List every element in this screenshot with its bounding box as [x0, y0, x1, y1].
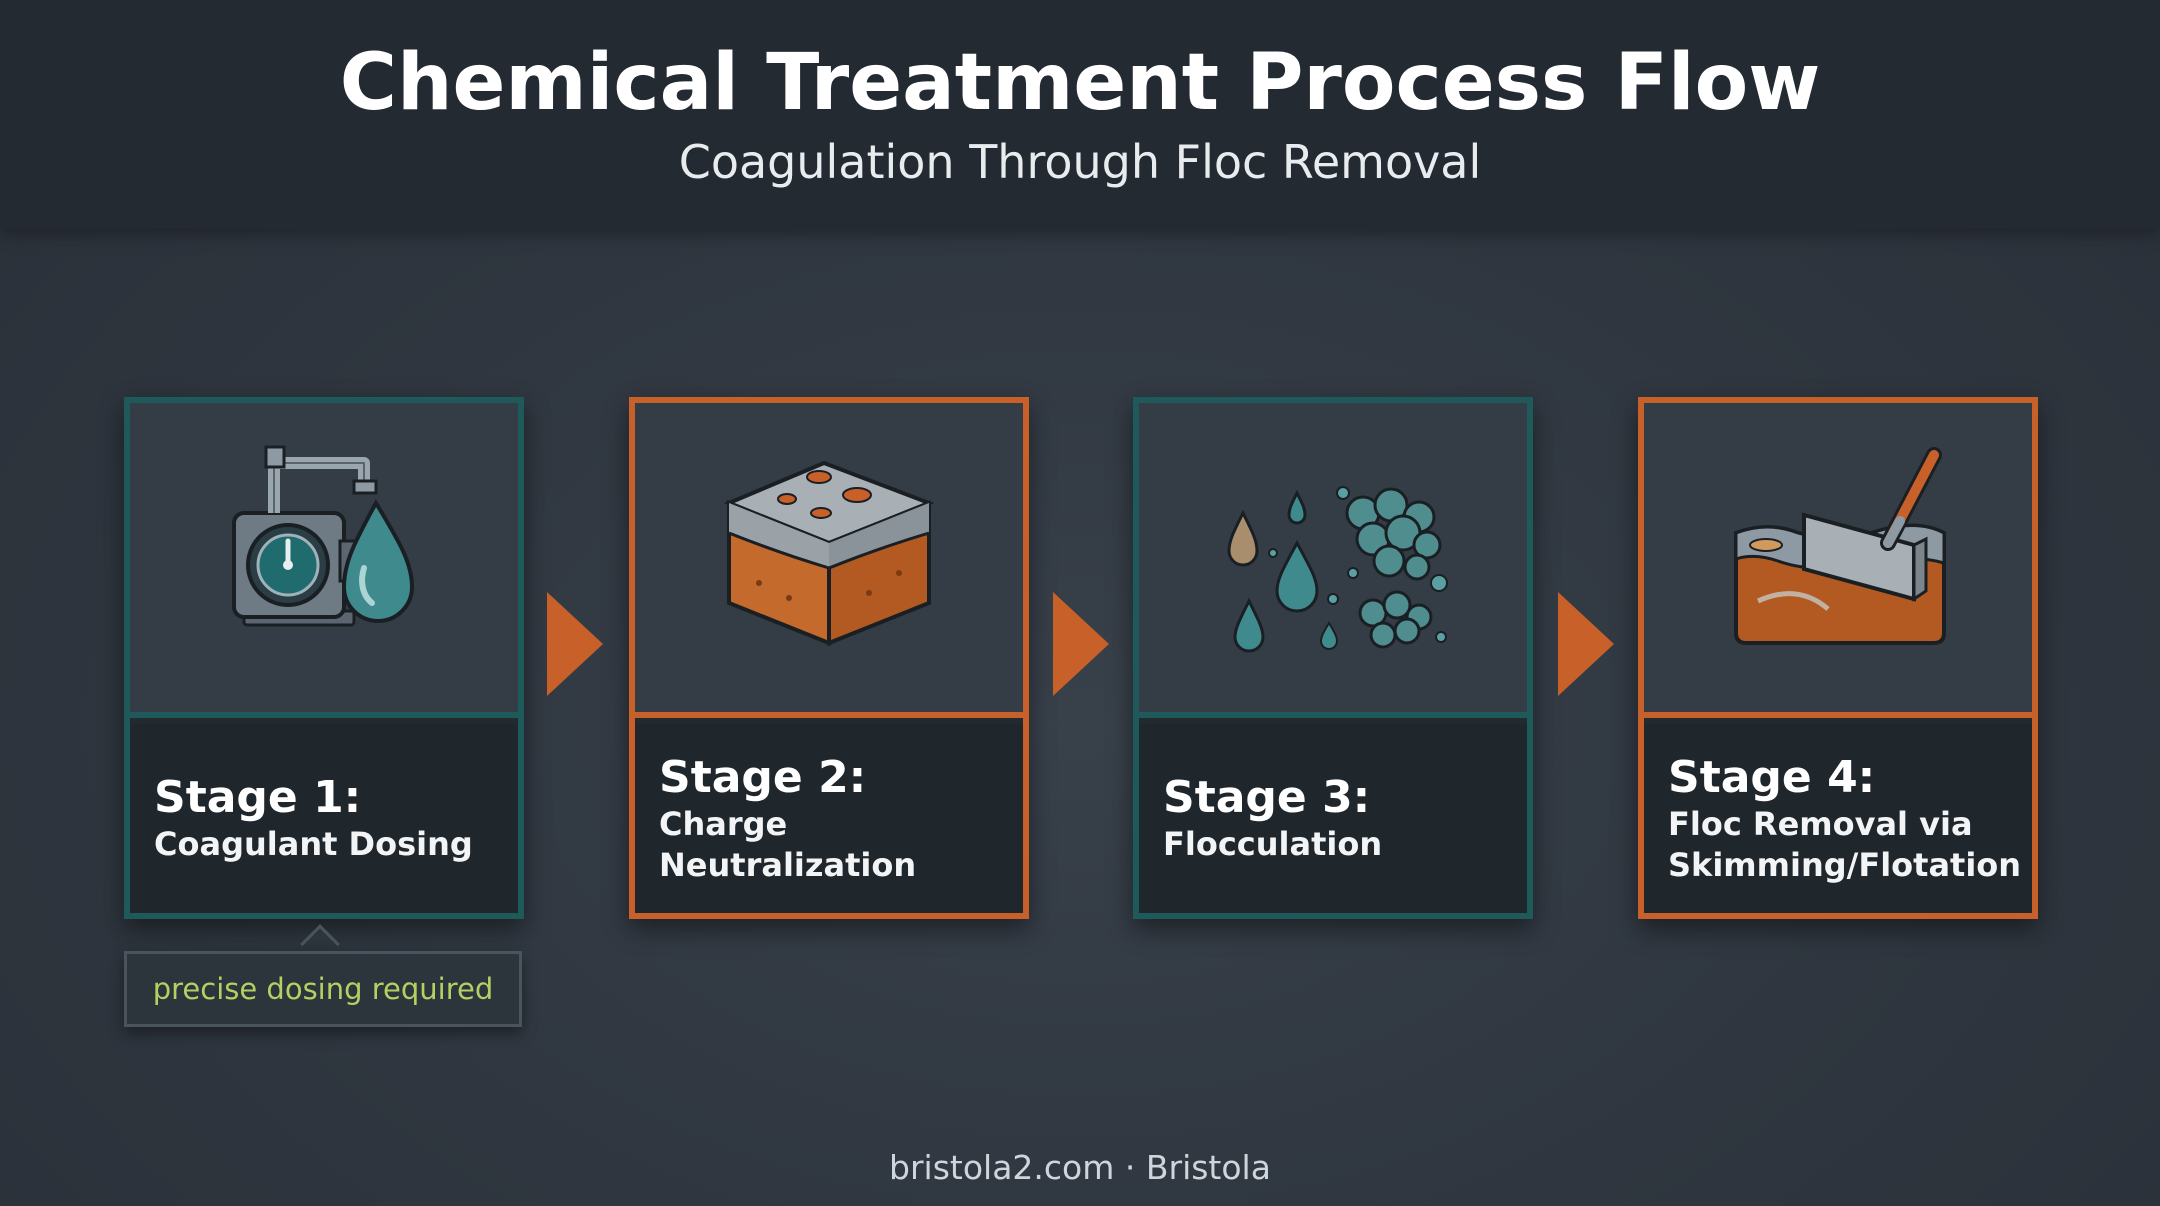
stage-2-text: Stage 2: Charge Neutralization: [635, 724, 1023, 913]
stage-1-title: Stage 1:: [154, 772, 362, 823]
stage-4-description: Floc Removal via Skimming/Flotation: [1668, 804, 2022, 884]
header-banner: Chemical Treatment Process Flow Coagulat…: [0, 0, 2160, 229]
flow-arrow-1: [547, 592, 603, 696]
stage-4-title: Stage 4:: [1668, 751, 1876, 803]
stage-4-text: Stage 4: Floc Removal via Skimming/Flota…: [1644, 724, 2032, 913]
stage-1-icon-panel: [130, 403, 518, 718]
stage-card-2: Stage 2: Charge Neutralization: [629, 397, 1029, 919]
stage-card-3: Stage 3: Flocculation: [1133, 397, 1533, 919]
stage-card-4: Stage 4: Floc Removal via Skimming/Flota…: [1638, 397, 2038, 919]
skimmer-icon: [1734, 447, 1946, 645]
stage-2-icon-panel: [635, 403, 1023, 718]
stage-3-description: Flocculation: [1163, 825, 1383, 863]
stage-1-description: Coagulant Dosing: [154, 825, 473, 863]
layered-block-icon: [723, 460, 935, 646]
page-subtitle: Coagulation Through Floc Removal: [678, 135, 1482, 189]
stage-1-note: precise dosing required: [124, 951, 522, 1027]
stage-2-title: Stage 2:: [659, 751, 867, 803]
stage-3-icon-panel: [1139, 403, 1527, 718]
droplets-clusters-icon: [1227, 486, 1448, 653]
flow-arrow-3: [1558, 592, 1614, 696]
stage-1-text: Stage 1: Coagulant Dosing: [130, 724, 518, 913]
stage-3-title: Stage 3:: [1163, 772, 1371, 823]
stage-2-description: Charge Neutralization: [659, 804, 917, 884]
stage-4-icon-panel: [1644, 403, 2032, 718]
stage-3-text: Stage 3: Flocculation: [1139, 724, 1527, 913]
page-title: Chemical Treatment Process Flow: [339, 38, 1821, 128]
footer-credit: bristola2.com · Bristola: [889, 1148, 1271, 1187]
flow-arrow-2: [1053, 592, 1109, 696]
stage-card-1: Stage 1: Coagulant Dosing: [124, 397, 524, 919]
dosing-pump-icon: [232, 445, 415, 627]
